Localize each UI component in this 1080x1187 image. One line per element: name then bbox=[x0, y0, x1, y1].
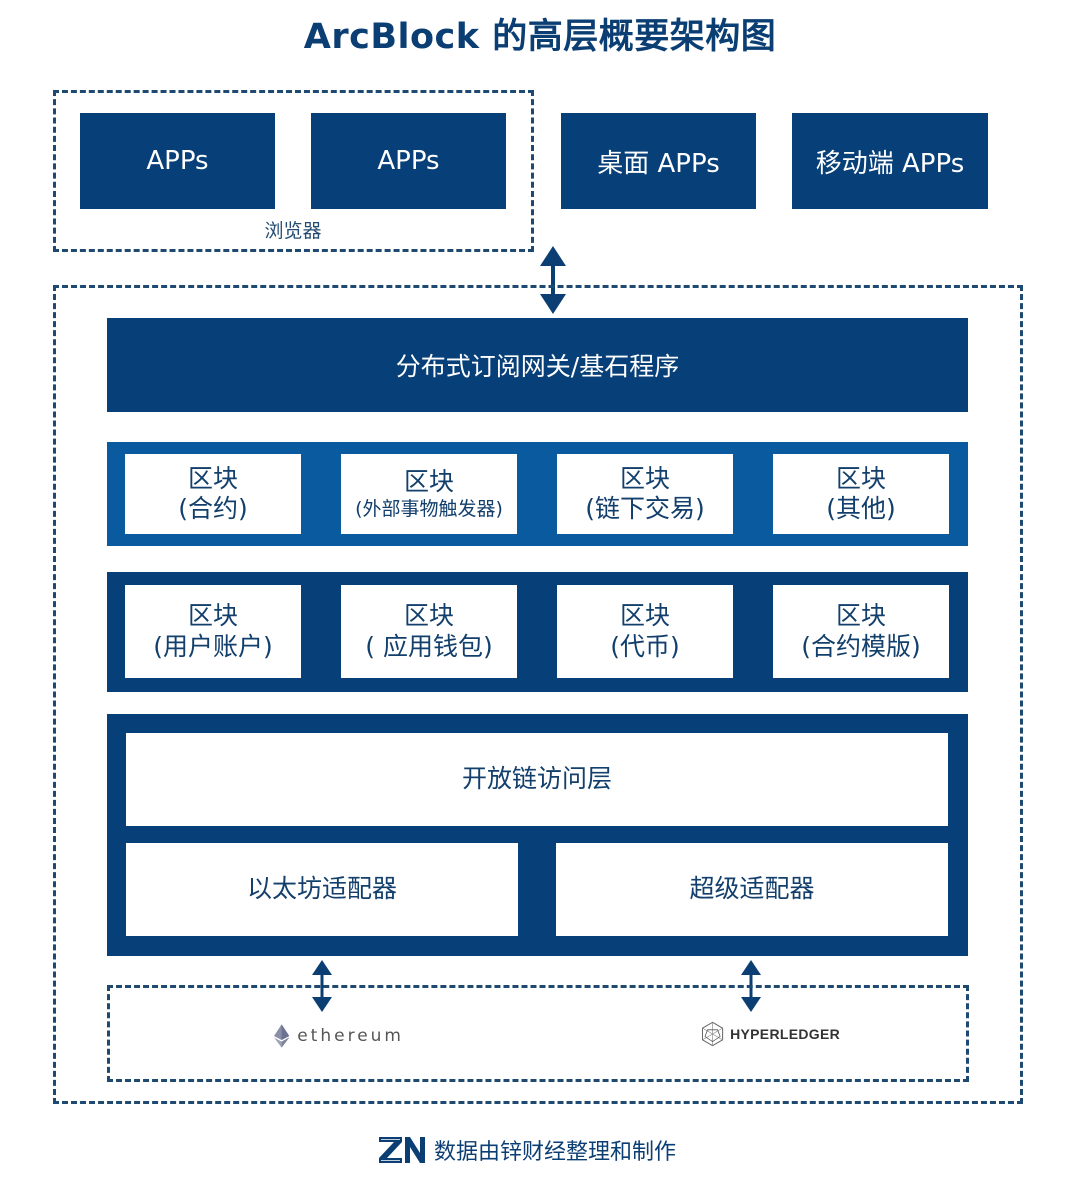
hyperledger-logo: HYPERLEDGER bbox=[700, 1018, 840, 1050]
block-title: 区块 bbox=[835, 601, 886, 630]
diagram-title: ArcBlock 的高层概要架构图 bbox=[303, 17, 777, 57]
system-boundary bbox=[53, 285, 1023, 1104]
browser-group bbox=[53, 90, 534, 252]
browser-app-box-1: APPs bbox=[80, 113, 275, 209]
app-label: APPs bbox=[377, 146, 440, 176]
block-title: 区块 bbox=[619, 601, 670, 630]
block-subtitle: ( 应用钱包) bbox=[365, 631, 493, 661]
block-title: 区块 bbox=[835, 463, 886, 493]
block-subtitle: (合约) bbox=[178, 494, 248, 523]
block-user-account: 区块 (用户账户) bbox=[125, 585, 301, 678]
block-offchain-tx: 区块 (链下交易) bbox=[557, 454, 733, 534]
block-title: 区块 bbox=[619, 463, 670, 493]
double-arrow-icon bbox=[540, 246, 566, 314]
browser-app-box-2: APPs bbox=[311, 113, 506, 209]
access-layer-title: 开放链访问层 bbox=[461, 764, 612, 794]
hyperledger-polyhedron-icon bbox=[702, 1021, 724, 1047]
app-label: APPs bbox=[146, 146, 209, 176]
ethereum-wordmark: ethereum bbox=[297, 1026, 404, 1046]
gateway-box: 分布式订阅网关/基石程序 bbox=[107, 318, 968, 412]
block-title: 区块 bbox=[403, 467, 454, 497]
block-subtitle: (外部事物触发器) bbox=[355, 497, 503, 520]
block-external-trigger: 区块 (外部事物触发器) bbox=[341, 454, 517, 534]
hyper-adapter: 超级适配器 bbox=[556, 843, 948, 936]
block-subtitle: (链下交易) bbox=[585, 494, 705, 523]
hyperledger-wordmark: HYPERLEDGER bbox=[730, 1026, 840, 1042]
block-app-wallet: 区块 ( 应用钱包) bbox=[341, 585, 517, 678]
block-token: 区块 (代币) bbox=[557, 585, 733, 678]
block-other: 区块 (其他) bbox=[773, 454, 949, 534]
block-subtitle: (合约模版) bbox=[801, 631, 921, 661]
block-subtitle: (用户账户) bbox=[153, 631, 273, 661]
block-title: 区块 bbox=[403, 601, 454, 630]
browser-label: 浏览器 bbox=[264, 220, 322, 242]
block-title: 区块 bbox=[187, 463, 238, 493]
mobile-apps-box: 移动端 APPs bbox=[792, 113, 988, 209]
app-label: 桌面 APPs bbox=[597, 148, 720, 179]
block-contract: 区块 (合约) bbox=[125, 454, 301, 534]
open-chain-access-layer: 开放链访问层 bbox=[126, 733, 948, 826]
chains-group bbox=[107, 985, 969, 1082]
desktop-apps-box: 桌面 APPs bbox=[561, 113, 756, 209]
footer-credit: 数据由锌财经整理和制作 bbox=[378, 1130, 718, 1170]
block-contract-template: 区块 (合约模版) bbox=[773, 585, 949, 678]
zn-logo bbox=[379, 1137, 425, 1163]
ethereum-adapter: 以太坊适配器 bbox=[126, 843, 518, 936]
block-subtitle: (代币) bbox=[610, 631, 680, 661]
adapter-label: 以太坊适配器 bbox=[246, 874, 397, 904]
gateway-label: 分布式订阅网关/基石程序 bbox=[395, 352, 680, 381]
ethereum-logo: ethereum bbox=[274, 1012, 404, 1060]
credit-text: 数据由锌财经整理和制作 bbox=[434, 1140, 677, 1165]
block-subtitle: (其他) bbox=[826, 494, 896, 523]
adapter-label: 超级适配器 bbox=[689, 874, 815, 904]
app-label: 移动端 APPs bbox=[815, 148, 965, 179]
block-title: 区块 bbox=[187, 601, 238, 630]
ethereum-diamond-icon bbox=[274, 1024, 290, 1048]
